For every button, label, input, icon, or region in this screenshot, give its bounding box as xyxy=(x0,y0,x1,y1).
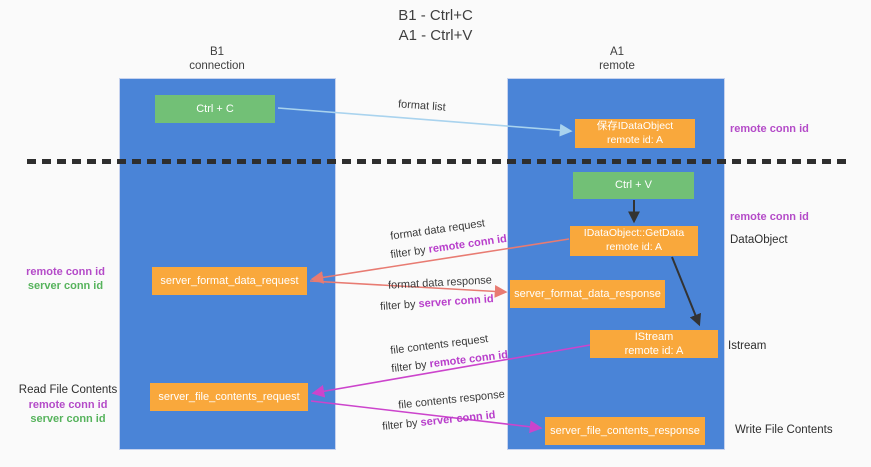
edge-label-filter-server-2: filter by server conn id xyxy=(382,409,496,433)
lane-b1-role: connection xyxy=(189,60,245,73)
filter-by-text: filter by xyxy=(379,298,419,313)
node-format-request-label: server_format_data_request xyxy=(160,274,299,287)
edge-label-filter-server-1: filter by server conn id xyxy=(380,293,494,313)
title-line-2: A1 - Ctrl+V xyxy=(398,27,473,45)
server-conn-id-highlight: server conn id xyxy=(418,293,494,311)
node-ctrl-c-label: Ctrl + C xyxy=(196,102,234,115)
node-getdata-line1: IDataObject::GetData xyxy=(583,227,685,240)
node-format-response-label: server_format_data_response xyxy=(514,287,661,300)
filter-by-text: filter by xyxy=(390,358,431,376)
annotation-remote-conn-id-mid: remote conn id xyxy=(730,211,809,223)
lane-header-a1: A1 remote xyxy=(537,45,697,74)
node-ctrl-v: Ctrl + V xyxy=(573,172,694,199)
node-getdata-line2: remote id: A xyxy=(605,241,663,253)
diagram-title: B1 - Ctrl+C A1 - Ctrl+V xyxy=(0,6,871,47)
node-istream-line1: IStream xyxy=(634,330,674,343)
clipboard-boundary-dashed-line xyxy=(27,159,847,164)
node-save-idataobject: 保存IDataObject remote id: A xyxy=(575,119,695,148)
annotation-remote-conn-id-left-2: remote conn id xyxy=(28,398,108,411)
node-file-response-label: server_file_contents_response xyxy=(550,424,700,437)
node-file-request-label: server_file_contents_request xyxy=(158,390,300,403)
lane-a1-name: A1 xyxy=(609,46,625,58)
title-line-1: B1 - Ctrl+C xyxy=(398,7,473,24)
annotation-server-conn-id-left-2: server conn id xyxy=(30,413,106,426)
filter-by-text: filter by xyxy=(381,416,422,433)
annotation-remote-conn-id-top: remote conn id xyxy=(730,123,809,135)
node-ctrl-v-label: Ctrl + V xyxy=(615,179,652,192)
annotation-server-conn-id-left-1: server conn id xyxy=(27,280,104,293)
node-server-format-data-request: server_format_data_request xyxy=(152,267,307,295)
edge-label-format-list: format list xyxy=(397,98,447,114)
lane-b1-name: B1 xyxy=(209,46,225,58)
edge-label-file-contents-response: file contents response xyxy=(397,388,506,412)
node-server-file-contents-response: server_file_contents_response xyxy=(545,417,705,445)
node-server-file-contents-request: server_file_contents_request xyxy=(150,383,308,411)
remote-conn-id-highlight: remote conn id xyxy=(428,348,509,371)
filter-by-text: filter by xyxy=(389,243,430,262)
node-save-idataobject-line2: remote id: A xyxy=(606,133,664,146)
node-idataobject-getdata: IDataObject::GetData remote id: A xyxy=(570,226,698,256)
server-conn-id-highlight: server conn id xyxy=(419,409,497,429)
annotation-istream: Istream xyxy=(728,340,767,352)
node-ctrl-c: Ctrl + C xyxy=(155,95,275,123)
annotation-group-file-conn-ids: Read File Contents remote conn id server… xyxy=(18,383,118,427)
annotation-remote-conn-id-left-1: remote conn id xyxy=(26,266,105,278)
annotation-dataobject: DataObject xyxy=(730,234,788,246)
node-server-format-data-response: server_format_data_response xyxy=(510,280,665,308)
lane-a1-role: remote xyxy=(599,60,635,73)
node-istream-line2: remote id: A xyxy=(624,345,684,357)
node-istream: IStream remote id: A xyxy=(590,330,718,358)
annotation-write-file-contents: Write File Contents xyxy=(735,424,833,436)
lane-header-b1: B1 connection xyxy=(137,45,297,74)
annotation-group-format-conn-ids: remote conn id server conn id xyxy=(18,265,113,294)
edge-label-format-data-response: format data response xyxy=(387,274,493,292)
node-save-idataobject-line1: 保存IDataObject xyxy=(596,119,674,132)
annotation-read-file-contents: Read File Contents xyxy=(18,384,118,396)
remote-conn-id-highlight: remote conn id xyxy=(427,232,508,256)
